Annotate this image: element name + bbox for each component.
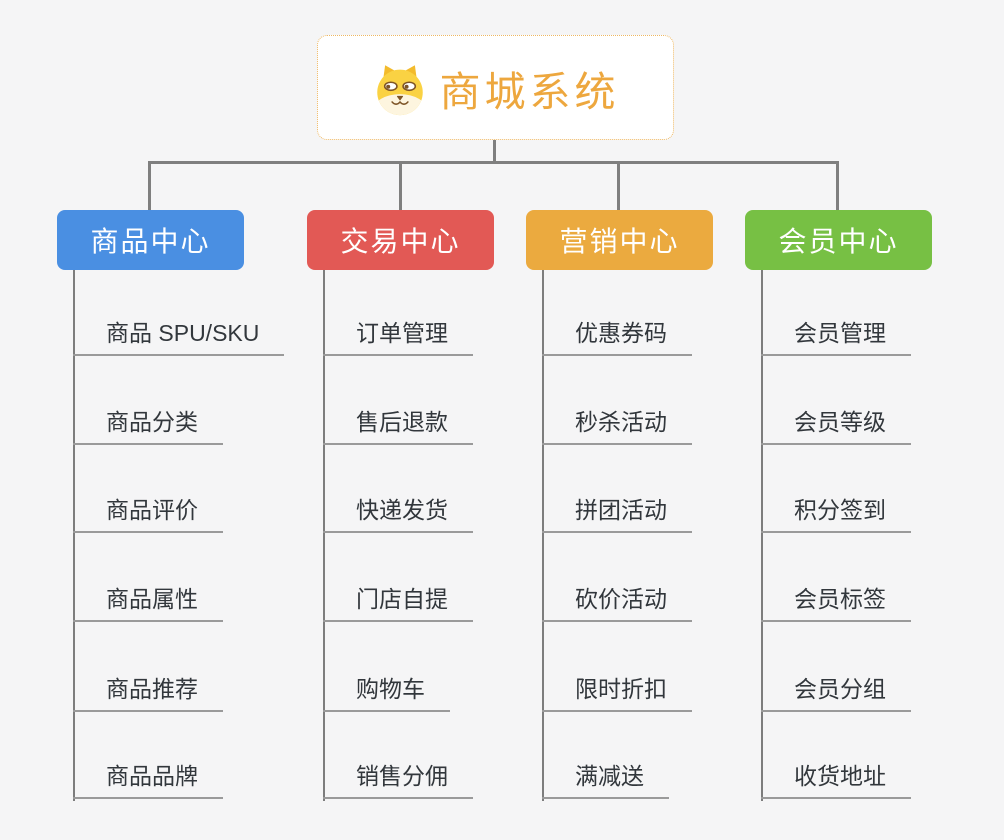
leaf-node[interactable]: 拼团活动: [542, 495, 692, 533]
branch-marketing: 营销中心 优惠券码 秒杀活动 拼团活动 砍价活动 限时折扣 满减送: [526, 210, 766, 801]
connector-drop-marketing: [617, 163, 620, 210]
leaf-node[interactable]: 会员标签: [761, 584, 911, 622]
leaf-node[interactable]: 积分签到: [761, 495, 911, 533]
leaf-node[interactable]: 售后退款: [323, 407, 473, 445]
branch-node-trade[interactable]: 交易中心: [307, 210, 494, 270]
branch-trunk-line: [73, 270, 75, 801]
leaf-node[interactable]: 限时折扣: [542, 674, 692, 712]
leaf-node[interactable]: 订单管理: [323, 318, 473, 356]
branch-trunk-line: [542, 270, 544, 801]
branch-members: 会员中心 会员管理 会员等级 积分签到 会员标签 会员分组 收货地址: [745, 210, 985, 801]
leaf-node[interactable]: 商品分类: [73, 407, 223, 445]
branch-trunk-line: [761, 270, 763, 801]
connector-drop-members: [836, 163, 839, 210]
leaf-node[interactable]: 商品属性: [73, 584, 223, 622]
leaf-node[interactable]: 满减送: [542, 761, 669, 799]
leaf-node[interactable]: 购物车: [323, 674, 450, 712]
leaf-node[interactable]: 销售分佣: [323, 761, 473, 799]
leaf-node[interactable]: 会员等级: [761, 407, 911, 445]
leaf-node[interactable]: 商品推荐: [73, 674, 223, 712]
branch-products: 商品中心 商品 SPU/SKU 商品分类 商品评价 商品属性 商品推荐 商品品牌: [57, 210, 297, 801]
leaf-node[interactable]: 会员管理: [761, 318, 911, 356]
branch-trade: 交易中心 订单管理 售后退款 快递发货 门店自提 购物车 销售分佣: [307, 210, 547, 801]
leaf-node[interactable]: 商品品牌: [73, 761, 223, 799]
connector-bus: [148, 161, 839, 164]
leaf-node[interactable]: 秒杀活动: [542, 407, 692, 445]
leaf-node[interactable]: 砍价活动: [542, 584, 692, 622]
leaf-node[interactable]: 商品 SPU/SKU: [73, 318, 285, 356]
leaf-node[interactable]: 快递发货: [323, 495, 473, 533]
branch-node-members[interactable]: 会员中心: [745, 210, 932, 270]
dog-face-icon: [376, 64, 423, 115]
root-node[interactable]: 商城系统: [317, 35, 674, 140]
connector-root-drop: [493, 140, 496, 162]
leaf-node[interactable]: 收货地址: [761, 761, 911, 799]
branch-node-marketing[interactable]: 营销中心: [526, 210, 713, 270]
branch-trunk-line: [323, 270, 325, 801]
leaf-node[interactable]: 会员分组: [761, 674, 911, 712]
leaf-node[interactable]: 商品评价: [73, 495, 223, 533]
connector-drop-products: [148, 163, 151, 210]
leaf-node[interactable]: 优惠券码: [542, 318, 692, 356]
branch-node-products[interactable]: 商品中心: [57, 210, 244, 270]
connector-drop-trade: [399, 163, 402, 210]
leaf-node[interactable]: 门店自提: [323, 584, 473, 622]
root-title: 商城系统: [439, 68, 620, 115]
